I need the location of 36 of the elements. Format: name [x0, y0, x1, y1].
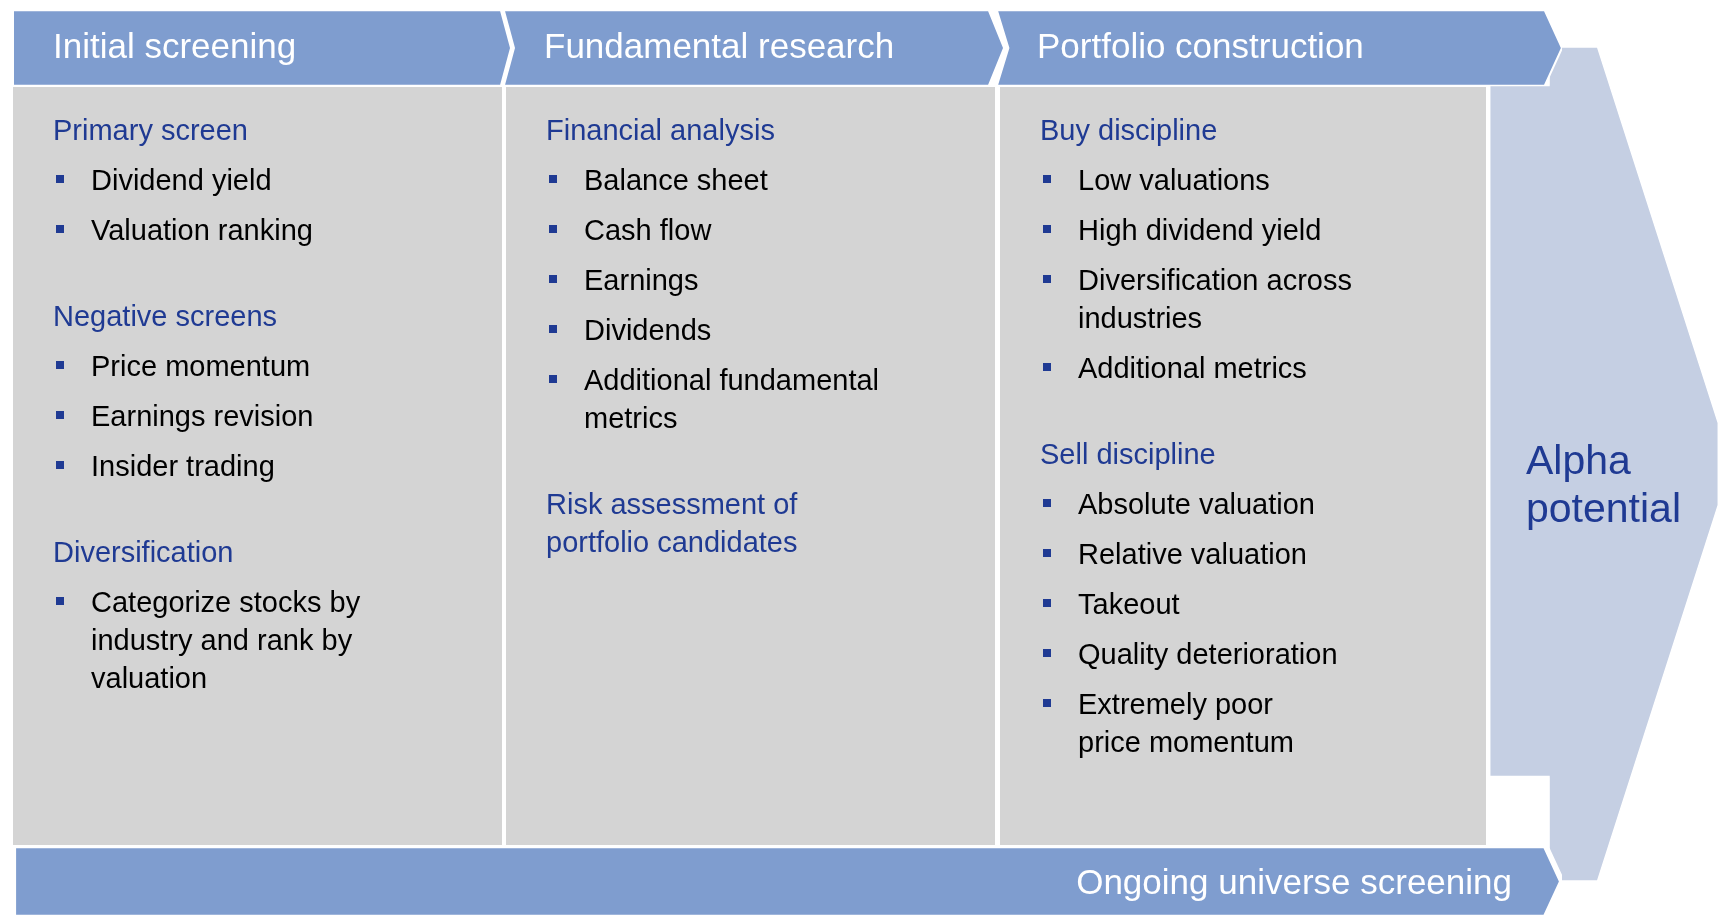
bullet-text: Takeout	[1078, 587, 1180, 622]
section-heading: Buy discipline	[1040, 113, 1218, 148]
arrow-band	[13, 848, 1562, 915]
bullet-text: Quality deterioration	[1078, 637, 1338, 672]
column-panel	[506, 87, 995, 845]
bullet-text: Diversification across industries	[1078, 263, 1353, 336]
bullet-text: Relative valuation	[1078, 537, 1307, 572]
chevron-header: Initial screening	[13, 11, 511, 85]
section-heading: Primary screen	[53, 113, 248, 148]
bullet-text: Low valuations	[1078, 163, 1270, 198]
bullet-text: Earnings	[584, 263, 699, 298]
section-heading: Financial analysis	[546, 113, 775, 148]
section-heading: Sell discipline	[1040, 437, 1216, 472]
bullet-text: Extremely poor price momentum	[1078, 687, 1295, 760]
section-heading: Negative screens	[53, 299, 278, 334]
bullet-text: Valuation ranking	[91, 213, 313, 248]
chevron-header: Portfolio construction	[997, 11, 1562, 85]
bullet-text: Absolute valuation	[1078, 487, 1315, 522]
bullet-text: Dividends	[584, 313, 712, 348]
bullet-text: Additional fundamental metrics	[584, 363, 881, 436]
bullet-text: Cash flow	[584, 213, 712, 248]
bullet-text: Earnings revision	[91, 399, 314, 434]
section-heading: Risk assessment of portfolio candidates	[546, 487, 799, 560]
chevron-header: Fundamental research	[504, 11, 1004, 85]
bullet-text: High dividend yield	[1078, 213, 1322, 248]
bullet-text: Balance sheet	[584, 163, 768, 198]
bullet-text: Categorize stocks by industry and rank by valuation	[91, 585, 362, 696]
section-heading: Diversification	[53, 535, 234, 570]
column-panel	[1000, 87, 1486, 845]
column-panel	[13, 87, 502, 845]
bullet-text: Dividend yield	[91, 163, 272, 198]
chevron-text: Alpha potential	[1526, 436, 1682, 532]
bullet-text: Additional metrics	[1078, 351, 1307, 386]
bullet-text: Insider trading	[91, 449, 275, 484]
bullet-text: Price momentum	[91, 349, 311, 384]
band-text: Ongoing universe screening	[1076, 862, 1512, 902]
